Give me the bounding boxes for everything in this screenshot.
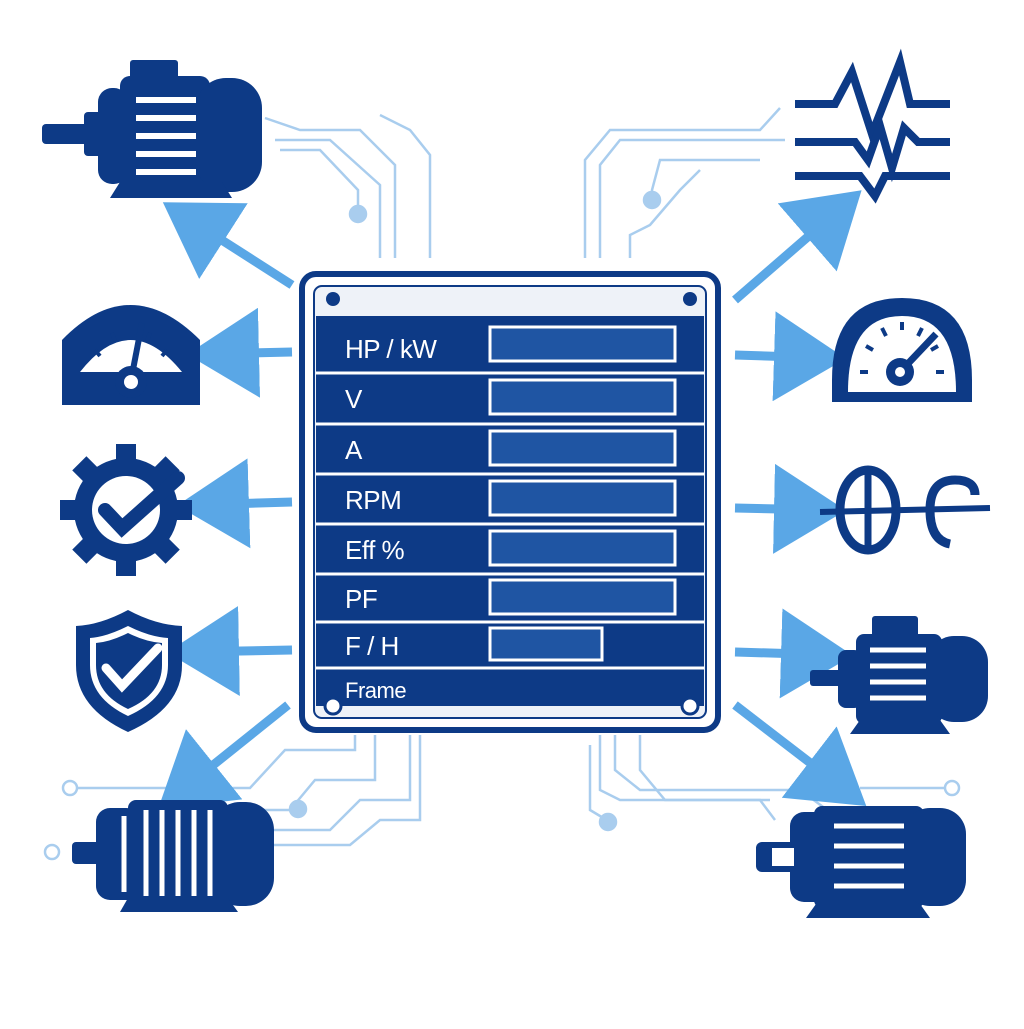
arrow-to-bottom-right-motor: [732, 701, 867, 806]
shield-check-icon: [76, 610, 182, 732]
motor-icon: [42, 60, 262, 198]
arrow-to-gear: [177, 458, 293, 549]
voltage-value-field: [488, 378, 677, 416]
gauge-icon: [62, 305, 200, 405]
amps-value-field: [488, 429, 677, 467]
label-rpm: RPM: [345, 485, 402, 515]
label-frame: Frame: [345, 678, 407, 703]
arrow-to-top-left-motor: [162, 202, 295, 289]
arrow-to-right-motor: [734, 608, 853, 699]
connection-arrows: [157, 190, 867, 810]
label-frequency-h: F / H: [345, 631, 399, 661]
label-power-factor: PF: [345, 584, 378, 614]
power-factor-value-field: [488, 578, 677, 616]
label-efficiency: Eff %: [345, 535, 405, 565]
waveform-icon: [795, 48, 950, 204]
arrow-to-bottom-left-motor: [157, 701, 291, 810]
arrow-to-shield: [167, 605, 293, 696]
motor-icon: [810, 616, 988, 734]
nameplate: [299, 271, 721, 733]
label-hp-kw: HP / kW: [345, 334, 437, 364]
frequency-value-field: [488, 626, 604, 662]
efficiency-value-field: [488, 529, 677, 567]
rpm-value-field: [488, 479, 677, 517]
arrow-to-waveform: [732, 190, 862, 304]
speedometer-icon: [832, 298, 972, 402]
arrow-to-gauge: [187, 307, 293, 398]
hp-kw-value-field: [488, 325, 677, 363]
motor-icon: [72, 800, 274, 912]
arrow-to-shaft: [734, 463, 846, 554]
shaft-icon: [819, 465, 991, 555]
label-amps: A: [345, 435, 362, 465]
arrow-to-speedometer: [734, 311, 846, 402]
label-voltage: V: [345, 384, 362, 414]
gear-check-icon: [60, 444, 192, 576]
motor-icon: [756, 806, 966, 918]
